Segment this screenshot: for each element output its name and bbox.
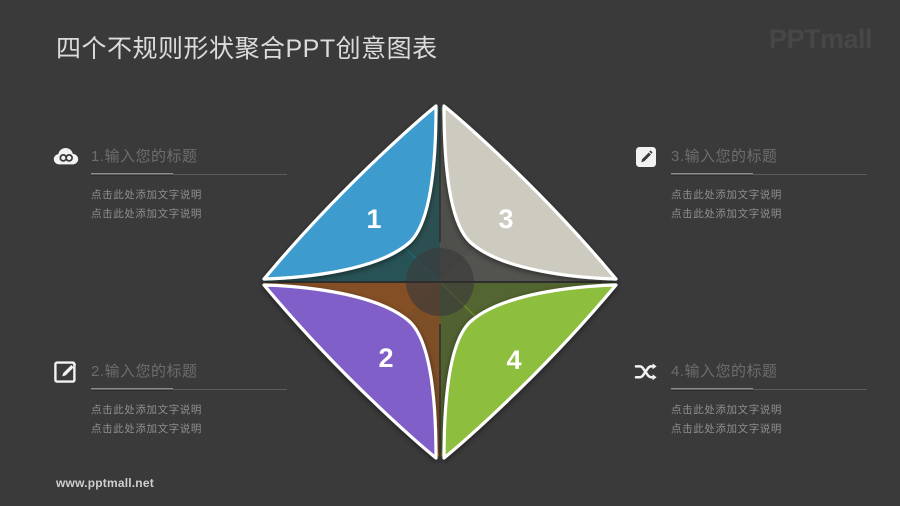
info-block-1-line-1: 点击此处添加文字说明	[91, 189, 202, 201]
info-block-3-body: 点击此处添加文字说明 点击此处添加文字说明	[671, 186, 870, 224]
segment-1-number: 1	[366, 204, 381, 234]
info-block-4-divider	[671, 388, 867, 391]
info-block-2-divider	[91, 388, 287, 391]
info-block-4-header: 4.输入您的标题	[632, 359, 870, 391]
info-block-1[interactable]: 1.输入您的标题 点击此处添加文字说明 点击此处添加文字说明	[52, 144, 290, 224]
info-block-3[interactable]: 3.输入您的标题 点击此处添加文字说明 点击此处添加文字说明	[632, 144, 870, 224]
info-block-3-line-1: 点击此处添加文字说明	[671, 189, 782, 201]
info-block-1-divider	[91, 173, 287, 176]
info-block-2[interactable]: 2.输入您的标题 点击此处添加文字说明 点击此处添加文字说明	[52, 359, 290, 439]
info-block-4-title: 4.输入您的标题	[671, 363, 778, 380]
segment-4-number: 4	[506, 345, 521, 375]
info-block-4-line-2: 点击此处添加文字说明	[671, 423, 782, 435]
diagram-segment-4: 4	[442, 283, 618, 460]
diagram-segment-1: 1	[262, 104, 438, 281]
info-block-2-line-1: 点击此处添加文字说明	[91, 404, 202, 416]
info-block-1-body: 点击此处添加文字说明 点击此处添加文字说明	[91, 186, 290, 224]
info-block-4[interactable]: 4.输入您的标题 点击此处添加文字说明 点击此处添加文字说明	[632, 359, 870, 439]
info-block-1-line-2: 点击此处添加文字说明	[91, 208, 202, 220]
info-block-3-divider	[671, 173, 867, 176]
info-block-2-line-2: 点击此处添加文字说明	[91, 423, 202, 435]
info-block-2-body: 点击此处添加文字说明 点击此处添加文字说明	[91, 401, 290, 439]
pencil-square-icon	[632, 144, 660, 170]
info-block-1-title: 1.输入您的标题	[91, 148, 198, 165]
segment-3-number: 3	[498, 204, 513, 234]
info-block-4-line-1: 点击此处添加文字说明	[671, 404, 782, 416]
segment-2-number: 2	[378, 343, 393, 373]
diagram-segment-3: 3	[442, 104, 618, 281]
cloud-icon	[52, 144, 80, 170]
info-block-4-body: 点击此处添加文字说明 点击此处添加文字说明	[671, 401, 870, 439]
page-title: 四个不规则形状聚合PPT创意图表	[56, 35, 438, 63]
info-block-3-header: 3.输入您的标题	[632, 144, 870, 176]
footer-url: www.pptmall.net	[56, 476, 154, 490]
info-block-2-title: 2.输入您的标题	[91, 363, 198, 380]
info-block-1-header: 1.输入您的标题	[52, 144, 290, 176]
diagram-segment-2: 2	[262, 283, 438, 460]
info-block-3-line-2: 点击此处添加文字说明	[671, 208, 782, 220]
edit-square-icon	[52, 359, 80, 385]
brand-logo: PPTmall	[768, 24, 873, 54]
four-petal-diamond-diagram: 1 3 2 4	[250, 92, 630, 472]
info-block-3-title: 3.输入您的标题	[671, 148, 778, 165]
shuffle-icon	[632, 359, 660, 385]
info-block-2-header: 2.输入您的标题	[52, 359, 290, 391]
